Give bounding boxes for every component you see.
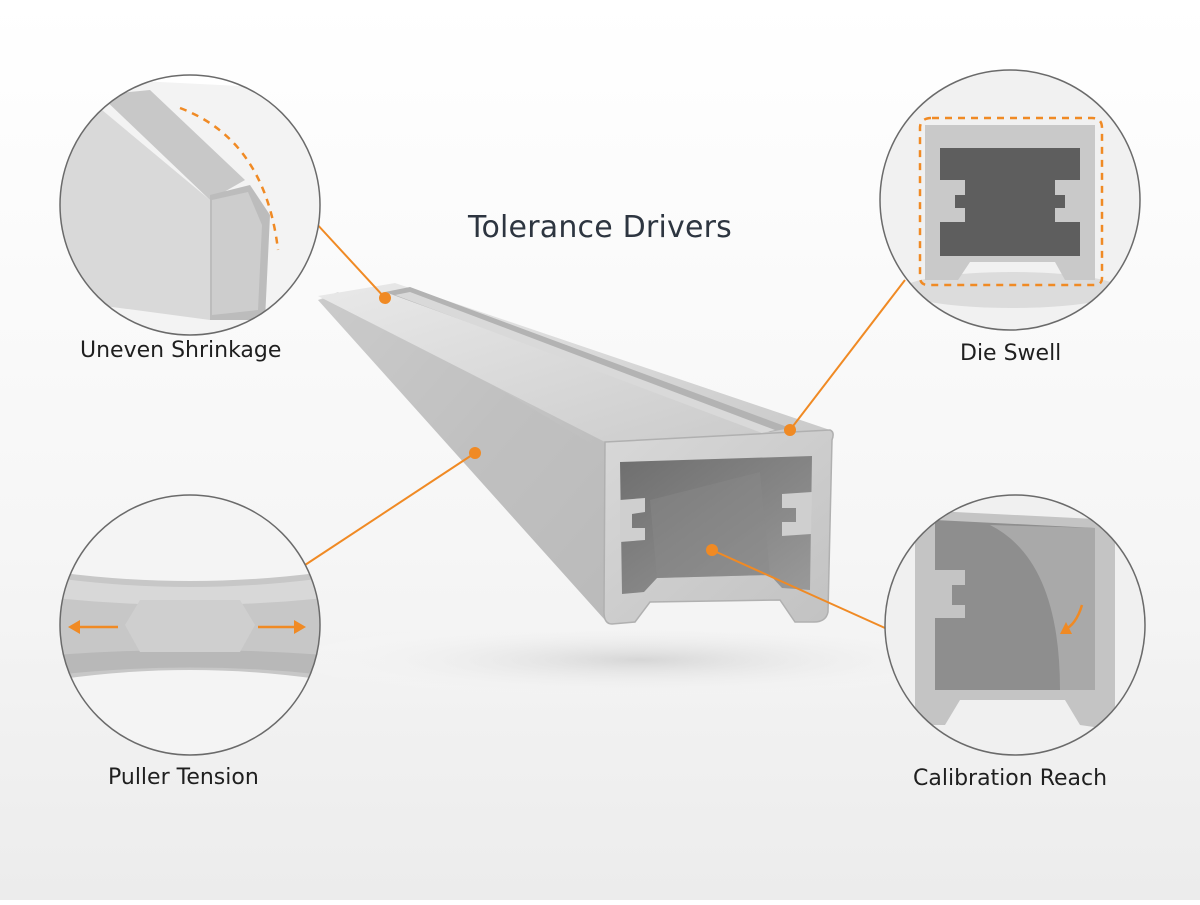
floor-shadow — [280, 620, 1000, 700]
dashed-curve-icon — [179, 106, 280, 251]
label-calibration-reach: Calibration Reach — [913, 766, 1108, 791]
leader-die-swell — [789, 279, 906, 431]
inset-circle-border — [884, 494, 1146, 756]
profile-side-shade — [318, 292, 605, 620]
label-die-swell: Die Swell — [960, 341, 1062, 366]
diagram-title: Tolerance Drivers — [468, 210, 732, 245]
profile-top-groove-lip — [395, 292, 775, 433]
dot-calibration-reach — [706, 544, 718, 556]
leader-dots — [379, 292, 796, 556]
cavity-depth — [650, 472, 770, 578]
label-uneven-shrinkage: Uneven Shrinkage — [80, 338, 282, 363]
leader-uneven-shrinkage — [314, 221, 386, 299]
right-inner-hook — [782, 492, 812, 536]
extruded-profile — [318, 283, 834, 625]
leader-lines — [304, 221, 906, 629]
dot-uneven-shrinkage — [379, 292, 391, 304]
left-inner-hook — [620, 498, 645, 542]
profile-cavity — [620, 456, 812, 594]
inset-circle-border — [59, 494, 321, 756]
label-puller-tension: Puller Tension — [108, 765, 259, 790]
inset-puller-tension — [59, 494, 321, 756]
inset-circle-border — [879, 69, 1141, 331]
inset-calibration-reach — [884, 494, 1146, 756]
dashed-outline-icon — [918, 116, 1104, 287]
leader-calibration-reach — [711, 549, 886, 629]
leader-puller-tension — [304, 452, 476, 566]
dot-puller-tension — [469, 447, 481, 459]
inset-die-swell — [879, 69, 1141, 331]
inset-uneven-shrinkage — [59, 74, 321, 336]
curved-arrow-head — [1060, 622, 1072, 634]
dot-die-swell — [784, 424, 796, 436]
inset-circle-border — [59, 74, 321, 336]
double-arrow-icon — [68, 620, 306, 634]
